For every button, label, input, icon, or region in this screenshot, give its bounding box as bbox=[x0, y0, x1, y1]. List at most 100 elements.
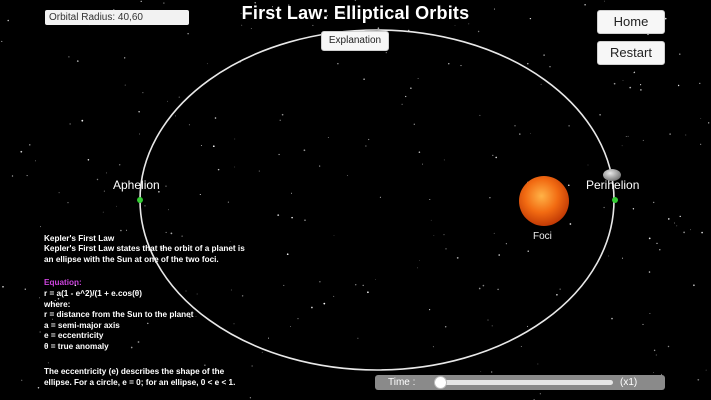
star bbox=[482, 284, 485, 287]
star bbox=[291, 192, 292, 194]
star bbox=[621, 257, 624, 259]
home-button[interactable]: Home bbox=[597, 10, 665, 34]
star bbox=[21, 379, 23, 381]
star bbox=[493, 8, 496, 10]
star bbox=[495, 156, 498, 159]
star bbox=[432, 346, 434, 348]
star bbox=[181, 235, 183, 237]
star bbox=[54, 299, 56, 302]
star bbox=[241, 295, 244, 297]
star bbox=[120, 229, 122, 232]
star bbox=[379, 196, 381, 198]
page-title: First Law: Elliptical Orbits bbox=[241, 3, 470, 23]
time-control: Time : (x1) bbox=[375, 375, 665, 390]
star bbox=[584, 3, 586, 6]
star bbox=[367, 291, 369, 294]
star bbox=[47, 362, 49, 364]
star bbox=[569, 223, 572, 225]
star bbox=[2, 285, 4, 288]
star bbox=[267, 337, 270, 339]
equation-block: r = a(1 - e^2)/(1 + e.cos(θ) where: r = … bbox=[44, 289, 193, 353]
star bbox=[196, 293, 198, 295]
star bbox=[139, 133, 140, 135]
star bbox=[697, 378, 700, 381]
star bbox=[701, 231, 703, 234]
star bbox=[640, 84, 642, 86]
star bbox=[326, 15, 328, 17]
eccentricity-note: The eccentricity (e) describes the shape… bbox=[44, 367, 235, 388]
star bbox=[124, 84, 126, 86]
star bbox=[229, 241, 231, 242]
star bbox=[178, 96, 180, 98]
planet[interactable] bbox=[603, 169, 621, 181]
star bbox=[323, 302, 326, 305]
star bbox=[443, 159, 445, 161]
star bbox=[655, 354, 657, 356]
star bbox=[368, 138, 370, 141]
star bbox=[283, 284, 285, 286]
star bbox=[487, 319, 489, 321]
star bbox=[642, 139, 644, 141]
star bbox=[667, 218, 670, 220]
info-description-line: an ellipse with the Sun at one of the tw… bbox=[44, 254, 219, 264]
star bbox=[448, 63, 450, 65]
star bbox=[217, 168, 220, 171]
star bbox=[632, 208, 635, 210]
star bbox=[279, 119, 281, 121]
star bbox=[656, 242, 658, 245]
star bbox=[7, 19, 9, 22]
equation-line: a = semi-major axis bbox=[44, 320, 120, 330]
star bbox=[29, 144, 31, 146]
star bbox=[526, 325, 529, 327]
star bbox=[355, 284, 357, 286]
star bbox=[633, 71, 636, 73]
star bbox=[185, 290, 187, 292]
star bbox=[491, 325, 493, 327]
star bbox=[57, 298, 60, 300]
star bbox=[629, 86, 632, 89]
star bbox=[170, 232, 173, 235]
equation-line: r = a(1 - e^2)/(1 + e.cos(θ) bbox=[44, 289, 142, 298]
star bbox=[642, 323, 644, 325]
star bbox=[271, 6, 274, 8]
star bbox=[343, 13, 345, 15]
star bbox=[35, 160, 36, 162]
star bbox=[690, 229, 691, 231]
star bbox=[621, 145, 623, 147]
star bbox=[199, 193, 201, 196]
star bbox=[429, 309, 431, 311]
perihelion-label: Perihelion bbox=[586, 178, 640, 192]
time-slider-track[interactable] bbox=[437, 380, 613, 385]
star bbox=[130, 346, 133, 349]
star bbox=[206, 63, 208, 65]
star bbox=[705, 369, 707, 371]
star bbox=[163, 2, 165, 4]
star bbox=[395, 12, 397, 14]
star bbox=[669, 133, 671, 135]
star bbox=[102, 211, 104, 213]
star bbox=[286, 253, 289, 256]
star bbox=[1, 40, 3, 42]
star bbox=[319, 281, 321, 283]
star bbox=[385, 52, 387, 54]
star bbox=[87, 159, 90, 161]
star bbox=[433, 235, 435, 236]
star bbox=[58, 192, 60, 194]
restart-button[interactable]: Restart bbox=[597, 41, 665, 65]
star bbox=[660, 373, 662, 375]
star bbox=[685, 134, 687, 136]
explanation-button[interactable]: Explanation bbox=[321, 31, 389, 51]
time-slider-handle[interactable] bbox=[434, 376, 447, 389]
star bbox=[401, 103, 403, 105]
star bbox=[124, 57, 126, 59]
star bbox=[477, 30, 480, 33]
star bbox=[105, 172, 107, 174]
star bbox=[599, 113, 601, 116]
star bbox=[699, 82, 701, 85]
star bbox=[419, 260, 420, 261]
star bbox=[168, 209, 170, 211]
star bbox=[417, 267, 418, 269]
equation-line: e = eccentricity bbox=[44, 331, 104, 341]
